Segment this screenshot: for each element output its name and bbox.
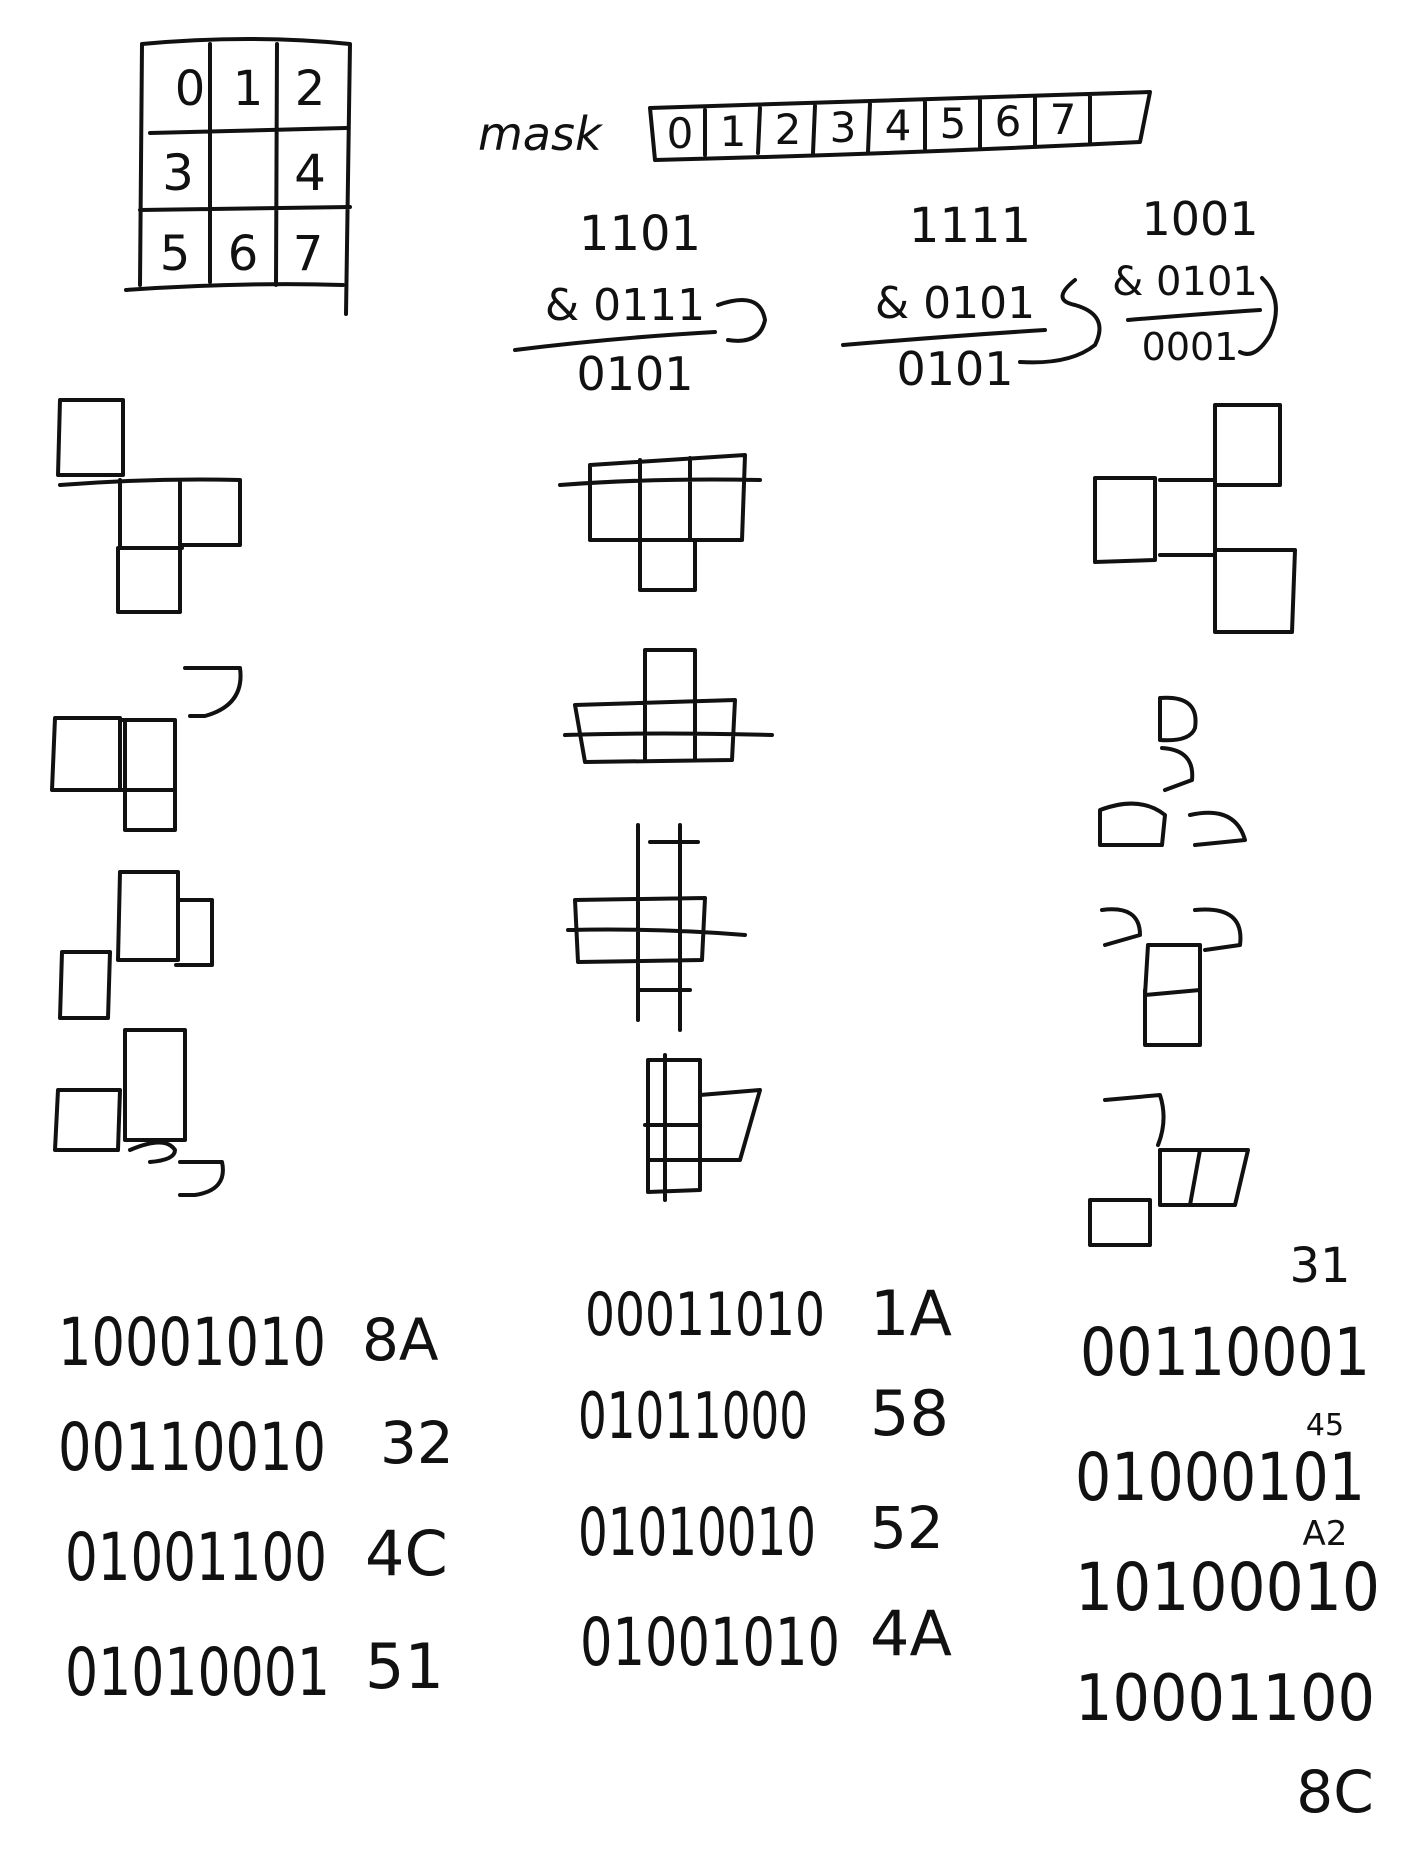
mask-cell-0: 0	[667, 109, 694, 158]
grid-cell-1: 1	[233, 61, 264, 117]
code-middle-3-hex: 52	[870, 1494, 944, 1562]
mask-row: mask 0 1 2 3 4 5 6 7	[478, 90, 1152, 162]
code-left-3-hex: 4C	[365, 1517, 448, 1590]
code-right-1-bits: 00110001	[1080, 1314, 1370, 1391]
mask-box	[648, 90, 1152, 162]
bitop-2-arrow	[1018, 278, 1102, 365]
grid-cell-2: 2	[295, 61, 326, 117]
bitop-2: 1111 & 0101 0101	[841, 198, 1102, 396]
code-column-left: 10001010 8A 00110010 32 01001100 4C 0101…	[58, 1304, 454, 1711]
code-middle-1-hex: 1A	[870, 1277, 952, 1350]
code-right-4-hex: 8C	[1296, 1758, 1373, 1826]
code-column-middle: 00011010 1A 01011000 58 01010010 52 0100…	[578, 1277, 952, 1681]
grid-cell-7: 7	[293, 226, 324, 282]
bitop-2-rule	[841, 328, 1047, 347]
bitop-1-top: 1101	[579, 206, 701, 262]
code-left-1-hex: 8A	[362, 1306, 439, 1374]
code-middle-2-bits: 01011000	[578, 1380, 808, 1454]
code-middle-2-hex: 58	[870, 1377, 949, 1450]
shape-sketch-middle-1	[558, 453, 762, 592]
shape-sketch-right-4	[1088, 1093, 1250, 1247]
mask-cell-3: 3	[830, 103, 857, 152]
code-right-2-hex: 45	[1306, 1408, 1344, 1443]
shape-sketch-right-3	[1100, 907, 1243, 1047]
mask-cell-6: 6	[995, 97, 1022, 146]
mask-cell-2: 2	[775, 105, 802, 154]
bitop-1: 1101 & 0111 0101	[513, 206, 767, 401]
code-middle-4-bits: 01001010	[580, 1604, 840, 1681]
code-left-2-bits: 00110010	[58, 1409, 326, 1486]
shape-sketch-right-2	[1098, 695, 1247, 847]
mask-cell-1: 1	[720, 107, 747, 156]
code-right-4-bits: 10001100	[1075, 1662, 1375, 1736]
code-left-4-bits: 01010001	[65, 1634, 330, 1711]
grid-cell-6: 6	[228, 226, 259, 282]
shape-sketch-left-3	[58, 870, 214, 1020]
shape-sketch-left-1	[56, 398, 242, 614]
grid-cell-0: 0	[175, 61, 206, 117]
bitop-3: 1001 & 0101 0001	[1112, 192, 1278, 369]
grid-cell-3: 3	[162, 144, 194, 202]
bitop-1-rule	[513, 330, 717, 352]
mask-label: mask	[478, 107, 604, 161]
bitop-3-rule	[1126, 308, 1262, 322]
bitop-1-arrow	[716, 298, 767, 343]
bitop-2-top: 1111	[909, 198, 1031, 254]
code-right-3-hex: A2	[1303, 1514, 1348, 1554]
code-left-4-hex: 51	[365, 1630, 444, 1703]
shape-sketch-middle-4	[643, 1053, 762, 1202]
shape-sketches	[50, 398, 1297, 1247]
bitop-3-operand: & 0101	[1112, 259, 1258, 305]
bitop-3-result: 0001	[1142, 325, 1239, 369]
code-left-1-bits: 10001010	[58, 1304, 326, 1381]
shape-sketch-middle-3	[566, 823, 747, 1032]
bitop-3-top: 1001	[1141, 192, 1258, 246]
bitop-1-operand: & 0111	[545, 280, 705, 331]
code-right-1-hex: 31	[1289, 1238, 1350, 1294]
bitop-2-operand: & 0101	[875, 278, 1035, 329]
bitop-2-result: 0101	[896, 342, 1013, 396]
code-column-right: 31 00110001 45 01000101 A2 10100010 1000…	[1075, 1238, 1380, 1826]
shape-sketch-left-2	[50, 666, 243, 832]
shape-sketch-left-4	[53, 1028, 225, 1197]
mask-cell-7: 7	[1050, 95, 1077, 144]
bitop-1-result: 0101	[576, 347, 693, 401]
mask-cell-5: 5	[940, 99, 967, 148]
code-right-2-bits: 01000101	[1075, 1439, 1365, 1516]
grid-index-diagram: 0 1 2 3 4 5 6 7	[124, 37, 352, 316]
code-left-2-hex: 32	[380, 1409, 454, 1477]
bitop-3-arrow	[1238, 276, 1278, 356]
code-right-3-bits: 10100010	[1075, 1549, 1380, 1626]
grid-cell-5: 5	[160, 226, 191, 282]
grid-cell-4: 4	[294, 144, 326, 202]
code-middle-4-hex: 4A	[870, 1597, 952, 1670]
grid-outline	[124, 37, 352, 316]
code-left-3-bits: 01001100	[65, 1519, 327, 1596]
shape-sketch-middle-2	[563, 648, 774, 764]
shape-sketch-right-1	[1093, 403, 1297, 634]
code-middle-3-bits: 01010010	[578, 1494, 816, 1571]
mask-cell-4: 4	[885, 101, 912, 150]
code-middle-1-bits: 00011010	[585, 1280, 825, 1350]
